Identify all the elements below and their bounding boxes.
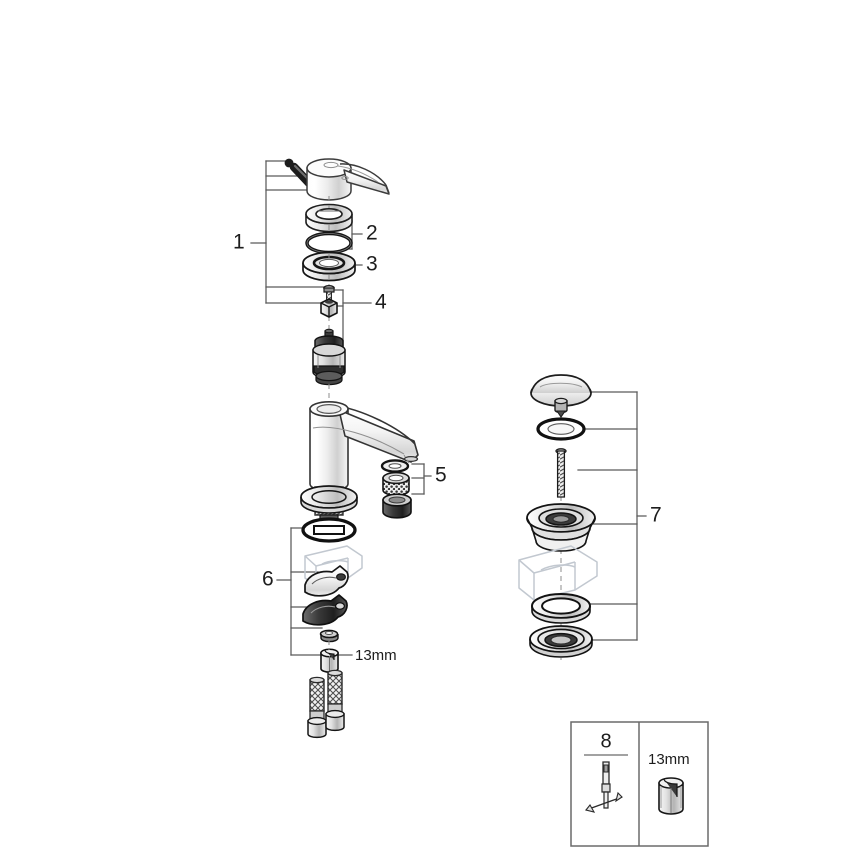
part-aerator-mesh [382, 471, 410, 497]
part-flexible-supply-hoses [307, 669, 345, 739]
size-label-13mm-faucet: 13mm [355, 647, 397, 664]
part-mounting-bracket-upper [304, 565, 349, 597]
size-label-13mm-box: 13mm [648, 751, 690, 768]
part-faucet-body [300, 384, 419, 526]
part-o-ring [305, 231, 353, 255]
part-threaded-drain-rod [555, 448, 567, 498]
part-drain-gasket [531, 593, 591, 624]
leader-group-1 [250, 160, 327, 304]
part-pop-up-stopper [530, 374, 592, 418]
part-handle-cap [305, 203, 353, 233]
callout-4: 4 [375, 291, 387, 314]
part-set-screw [284, 158, 314, 188]
callout-5: 5 [435, 464, 447, 487]
tool-box [570, 721, 709, 847]
part-base-ring [302, 251, 356, 282]
part-basin-outline-ghost-waste [518, 545, 598, 601]
part-cartridge-nut [320, 298, 338, 318]
part-sealing-ring [301, 517, 357, 543]
part-lever-handle [306, 158, 390, 201]
part-hex-nut-13mm [320, 648, 339, 674]
part-aerator-gasket [380, 459, 410, 473]
part-aerator-housing [382, 493, 412, 519]
aerator-axis [403, 454, 410, 464]
wrench-tool-icon [585, 761, 623, 813]
part-mounting-bracket-lower [302, 594, 348, 626]
callout-2: 2 [366, 222, 378, 245]
part-drain-flange [526, 503, 596, 552]
callout-1: 1 [233, 231, 245, 254]
part-cartridge [312, 328, 346, 386]
part-drain-lock-nut [529, 625, 593, 658]
hex-socket-icon [658, 777, 684, 815]
leader-group-5 [411, 463, 432, 495]
callout-7: 7 [650, 504, 662, 527]
callout-3: 3 [366, 253, 378, 276]
part-small-washer [319, 629, 339, 643]
callout-6: 6 [262, 568, 274, 591]
callout-8: 8 [600, 730, 611, 752]
part-stopper-seal-ring [536, 417, 586, 441]
